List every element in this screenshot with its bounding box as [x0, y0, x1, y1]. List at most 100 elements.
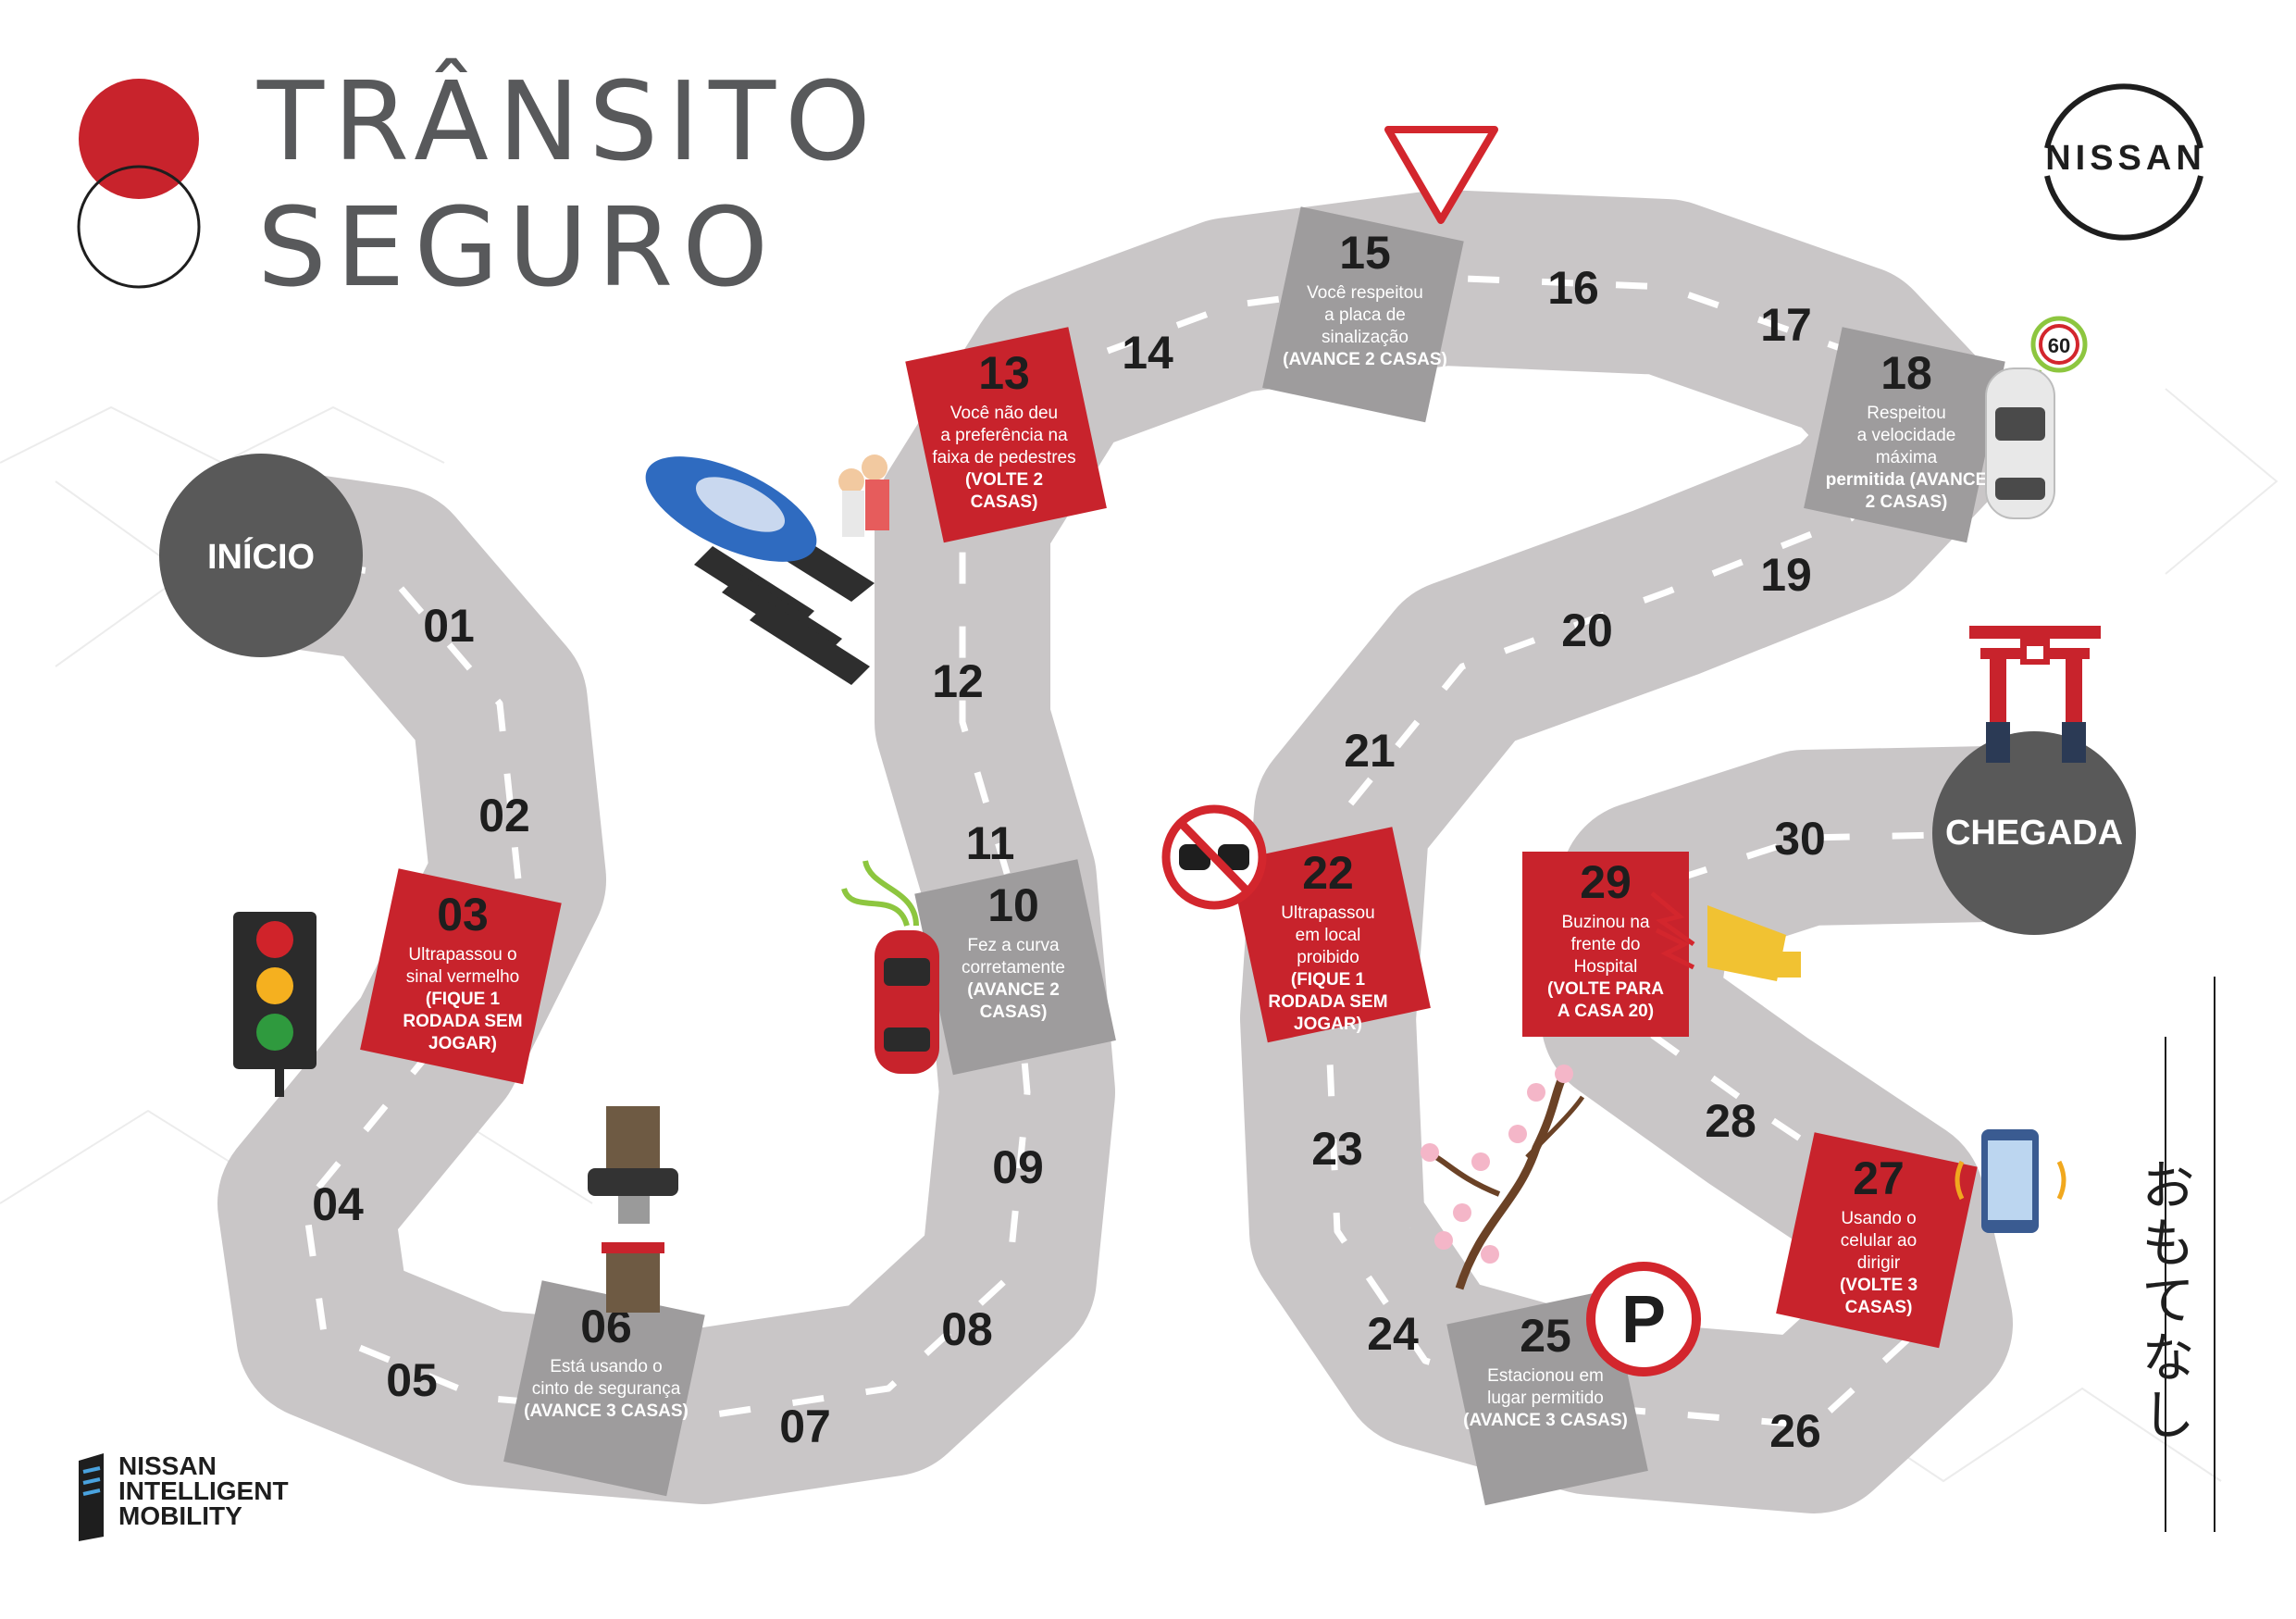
square-action: CASAS)	[971, 492, 1038, 512]
crosswalk-icon	[645, 455, 889, 685]
phone-icon	[1955, 1129, 2066, 1233]
traffic-light-icon	[233, 912, 316, 1097]
no-overtaking-icon	[1161, 804, 1267, 910]
square-number: 28	[1705, 1095, 1756, 1147]
page-title-line2: SEGURO	[257, 183, 778, 311]
square-description: a velocidade	[1857, 426, 1956, 445]
square-description: cinto de segurança	[532, 1379, 681, 1399]
board-square-02: 02	[478, 790, 530, 841]
square-number: 16	[1547, 262, 1599, 314]
square-description: celular ao	[1841, 1231, 1917, 1251]
board-square-07: 07	[779, 1401, 831, 1452]
speed-limit-icon: 60	[1985, 316, 2088, 519]
board-square-24: 24	[1367, 1308, 1419, 1360]
square-action: (AVANCE 2 CASAS)	[1283, 350, 1447, 369]
square-description: sinal vermelho	[406, 967, 520, 987]
square-tile	[914, 859, 1116, 1076]
nim-text: NISSAN INTELLIGENT MOBILITY	[118, 1451, 289, 1530]
square-description: em local	[1296, 926, 1361, 945]
square-description: Ultrapassou	[1281, 903, 1374, 923]
square-number: 17	[1760, 299, 1812, 351]
square-description: faixa de pedestres	[932, 448, 1075, 467]
square-action: (AVANCE 3 CASAS)	[1463, 1411, 1628, 1430]
board-square-19: 19	[1760, 549, 1812, 601]
square-tile	[1522, 852, 1689, 1037]
torii-gate-icon	[1969, 626, 2101, 763]
square-action: CASAS)	[1845, 1298, 1913, 1317]
square-action: JOGAR)	[428, 1034, 497, 1053]
board-square-05: 05	[386, 1354, 438, 1406]
board-square-04: 04	[312, 1178, 364, 1230]
board-square-14: 14	[1122, 327, 1173, 379]
square-description: máxima	[1876, 448, 1938, 467]
board-square-09: 09	[992, 1141, 1044, 1193]
board-square-26: 26	[1769, 1405, 1821, 1457]
sakura-branch-icon	[1421, 1065, 1585, 1290]
square-action: (AVANCE 3 CASAS)	[524, 1401, 689, 1421]
board-square-01: 01	[423, 600, 475, 652]
parking-sign-icon: P	[1586, 1262, 1701, 1376]
square-number: 20	[1561, 604, 1613, 656]
square-description: Estacionou em	[1487, 1366, 1604, 1386]
nim-line-3: MOBILITY	[118, 1501, 242, 1530]
square-number: 14	[1122, 327, 1173, 379]
nim-logo-icon	[79, 1453, 104, 1541]
car-turn-icon	[841, 860, 939, 1074]
square-number: 26	[1769, 1405, 1821, 1457]
square-action: 2 CASAS)	[1866, 492, 1948, 512]
start-circle: INÍCIO	[159, 454, 363, 657]
square-number: 18	[1880, 347, 1932, 399]
square-number: 07	[779, 1401, 831, 1452]
square-number: 08	[941, 1303, 993, 1355]
finish-label: CHEGADA	[1945, 814, 2123, 853]
square-description: Ultrapassou o	[408, 945, 516, 965]
square-action: JOGAR)	[1294, 1015, 1362, 1034]
nissan-logo-text: NISSAN	[2045, 139, 2206, 178]
square-description: lugar permitido	[1487, 1389, 1604, 1408]
square-action: (FIQUE 1	[426, 990, 501, 1009]
nim-line-1: NISSAN	[118, 1451, 217, 1480]
board-square-17: 17	[1760, 299, 1812, 351]
speed-limit-value: 60	[2048, 334, 2070, 357]
board-square-21: 21	[1344, 725, 1396, 777]
square-number: 23	[1311, 1123, 1363, 1175]
board-square-23: 23	[1311, 1123, 1363, 1175]
square-number: 25	[1520, 1310, 1571, 1362]
finish-circle: CHEGADA	[1932, 731, 2136, 935]
square-description: Hospital	[1574, 957, 1638, 977]
square-action: (FIQUE 1	[1291, 970, 1366, 990]
board-square-16: 16	[1547, 262, 1599, 314]
square-number: 27	[1853, 1152, 1905, 1204]
square-description: proibido	[1297, 948, 1359, 967]
square-tile	[1262, 206, 1464, 423]
board-square-20: 20	[1561, 604, 1613, 656]
square-tile	[503, 1280, 705, 1497]
square-description: a placa de	[1324, 305, 1406, 325]
square-action: RODADA SEM	[1268, 992, 1387, 1012]
square-tile	[1776, 1132, 1978, 1349]
square-number: 30	[1774, 813, 1826, 865]
board-square-28: 28	[1705, 1095, 1756, 1147]
square-description: frente do	[1571, 935, 1641, 954]
board-square-12: 12	[932, 655, 984, 707]
road	[173, 190, 2122, 1513]
square-number: 09	[992, 1141, 1044, 1193]
square-description: Você respeitou	[1307, 283, 1423, 303]
nissan-logo-icon: NISSAN	[2044, 83, 2206, 241]
square-number: 03	[437, 889, 489, 940]
logo-outline-dot	[77, 165, 201, 289]
square-number: 12	[932, 655, 984, 707]
square-description: Buzinou na	[1561, 913, 1650, 932]
board-square-11: 11	[966, 817, 1015, 869]
square-description: Usando o	[1841, 1209, 1916, 1228]
start-label: INÍCIO	[207, 536, 315, 577]
square-number: 19	[1760, 549, 1812, 601]
page-title-line1: TRÂNSITO	[257, 57, 880, 185]
